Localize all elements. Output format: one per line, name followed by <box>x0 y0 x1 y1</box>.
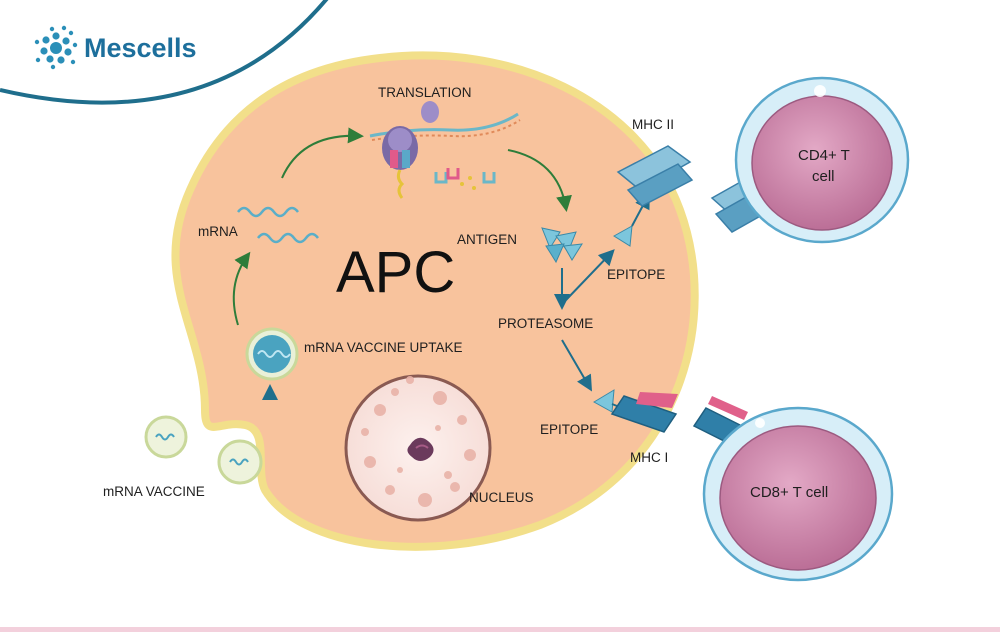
label-translation: TRANSLATION <box>378 85 472 100</box>
label-nucleus: NUCLEUS <box>469 490 534 505</box>
label-cd8: CD8+ T cell <box>750 484 828 501</box>
label-cd4-line1: CD4+ T <box>798 147 850 164</box>
header-swoosh <box>0 0 329 105</box>
mrna-strands-icon <box>237 206 319 244</box>
mhc1-receptor-icon <box>610 392 678 433</box>
label-mrna-vaccine: mRNA VACCINE <box>103 484 205 499</box>
brand-name: Mescells <box>84 33 197 63</box>
bottom-accent-bar <box>0 627 1000 632</box>
mrna-vaccine-particle-icon <box>144 415 263 485</box>
label-mhc1: MHC I <box>630 450 668 465</box>
ribosome-icon <box>369 101 521 199</box>
mescells-logo: Mescells <box>34 25 197 70</box>
label-uptake: mRNA VACCINE UPTAKE <box>304 340 463 355</box>
chromatin-icon <box>407 437 434 461</box>
epitope-upper-icon <box>613 225 633 247</box>
label-antigen: ANTIGEN <box>457 232 517 247</box>
trna-icons <box>434 168 496 190</box>
antigen-icon <box>541 227 583 264</box>
epitope-lower-icon <box>593 389 615 413</box>
label-epitope-lower: EPITOPE <box>540 422 598 437</box>
label-mrna: mRNA <box>198 224 238 239</box>
uptake-vesicle-icon <box>245 327 299 381</box>
apc-cell <box>171 51 699 551</box>
cd4-t-cell <box>734 76 910 244</box>
label-apc: APC <box>336 240 455 305</box>
label-proteasome: PROTEASOME <box>498 316 593 331</box>
label-cd4-line2: cell <box>812 168 835 185</box>
logo-mark-icon <box>34 25 78 70</box>
mhc2-receptor-icon <box>616 145 694 207</box>
label-epitope-upper: EPITOPE <box>607 267 665 282</box>
cd8-t-cell <box>702 406 894 582</box>
nucleus <box>344 374 492 522</box>
label-mhc2: MHC II <box>632 117 674 132</box>
